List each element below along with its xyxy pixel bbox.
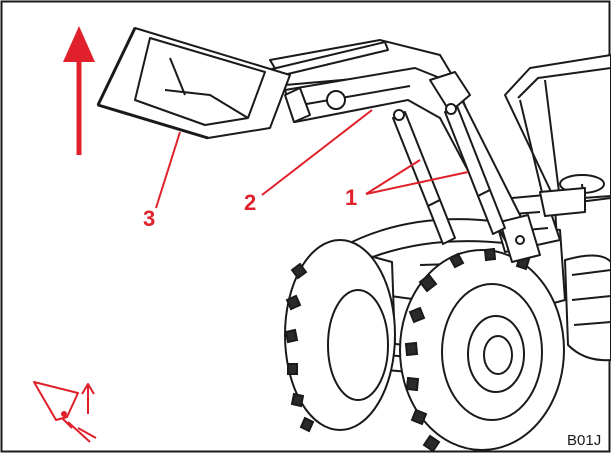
leader-2 (261, 109, 373, 196)
bucket-tilt-linkage (267, 41, 389, 123)
leader-1b (365, 171, 469, 195)
callout-label-3: 3 (143, 206, 156, 231)
figure-code: B01J (567, 432, 602, 449)
lift-cylinders (392, 103, 506, 245)
up-arrow-icon (63, 26, 95, 155)
leader-1a (365, 159, 421, 195)
loader-arm (269, 39, 541, 263)
rear-wheel (564, 254, 611, 362)
bucket (96, 27, 291, 140)
front-right-wheel (399, 247, 565, 453)
bucket-raise-icon (33, 381, 97, 443)
callout-label-1: 1 (345, 185, 358, 210)
callout-label-2: 2 (244, 190, 257, 215)
front-left-wheel (284, 239, 396, 433)
callout-leaders (155, 109, 469, 209)
leader-3 (155, 131, 181, 209)
